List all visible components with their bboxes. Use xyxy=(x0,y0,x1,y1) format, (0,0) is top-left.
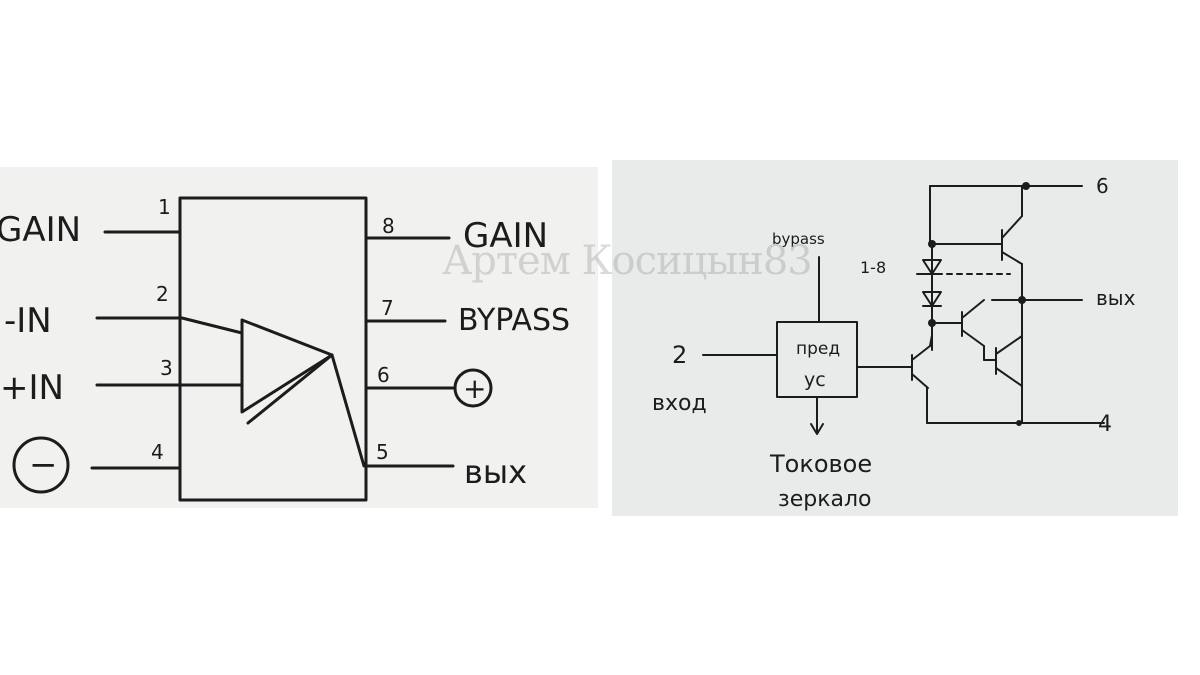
schematic-diagram: bypass 1-8 6 2 вход пред ус Токовое зерк… xyxy=(652,174,1136,512)
pin-number-7: 7 xyxy=(381,296,394,320)
diode-1 xyxy=(922,259,942,275)
label-pin-2: 2 xyxy=(672,341,687,369)
node-top xyxy=(1022,182,1030,190)
opamp-triangle xyxy=(240,318,334,414)
mirror-arrow-head xyxy=(810,423,824,435)
label-current-mirror-1: Токовое xyxy=(769,450,872,478)
node-output xyxy=(1018,296,1026,304)
label-preamp-2: ус xyxy=(804,369,826,391)
label-pin-4: 4 xyxy=(1098,412,1112,437)
pin-number-3: 3 xyxy=(160,356,173,380)
label-out: вых xyxy=(464,453,527,491)
label-plus-symbol: + xyxy=(463,372,486,405)
pin-number-5: 5 xyxy=(376,440,389,464)
plus-supply-circle xyxy=(453,368,493,408)
internal-schematic-sketch: bypass 1-8 6 2 вход пред ус Токовое зерк… xyxy=(612,160,1178,516)
node-bottom xyxy=(1016,420,1022,426)
label-out: вых xyxy=(1096,286,1136,310)
pin-number-8: 8 xyxy=(382,214,395,238)
label-plus-in: +IN xyxy=(0,368,64,408)
diode-2 xyxy=(922,291,942,307)
q-in-e xyxy=(911,373,929,389)
label-pin-1-8: 1-8 xyxy=(860,258,886,277)
wire-pin2-to-inverting xyxy=(180,316,244,335)
wire-feedback xyxy=(246,353,334,425)
label-current-mirror-2: зеркало xyxy=(778,487,872,512)
label-preamp-1: пред xyxy=(796,339,840,359)
minus-supply-circle xyxy=(12,436,70,494)
q-low-c xyxy=(995,335,1023,355)
q-upper-emitter xyxy=(1001,251,1023,265)
label-gain-left: GAIN xyxy=(0,210,81,250)
label-bypass: bypass xyxy=(772,230,825,248)
q-mid-c xyxy=(961,299,985,319)
amplifier-pinout-sketch: 1 2 3 4 8 7 6 5 GAIN -IN +IN − GAIN BYPA… xyxy=(0,167,598,508)
wire-output-to-pin5 xyxy=(330,353,366,468)
label-gain-right: GAIN xyxy=(463,216,548,256)
q-in-c-up xyxy=(929,334,933,347)
label-minus-in: -IN xyxy=(4,301,52,341)
watermark: Артем Косицын83 xyxy=(442,238,813,284)
label-vhod: вход xyxy=(652,391,707,416)
pin-number-6: 6 xyxy=(377,363,390,387)
q-in-c xyxy=(911,345,931,361)
pin-number-1: 1 xyxy=(158,195,171,219)
label-pin-6: 6 xyxy=(1096,174,1109,198)
q-low-e xyxy=(995,367,1023,387)
node-diode-bottom xyxy=(928,319,936,327)
pin-number-2: 2 xyxy=(156,282,169,306)
chip-body xyxy=(178,196,368,502)
q-upper-collector xyxy=(1001,215,1023,239)
pin-number-4: 4 xyxy=(151,440,164,464)
label-bypass: BYPASS xyxy=(458,303,570,338)
q-mid-e xyxy=(961,329,985,347)
label-minus-symbol: − xyxy=(29,445,58,485)
pinout-diagram: 1 2 3 4 8 7 6 5 GAIN -IN +IN − GAIN BYPA… xyxy=(0,195,570,502)
node-upper-base xyxy=(928,240,936,248)
